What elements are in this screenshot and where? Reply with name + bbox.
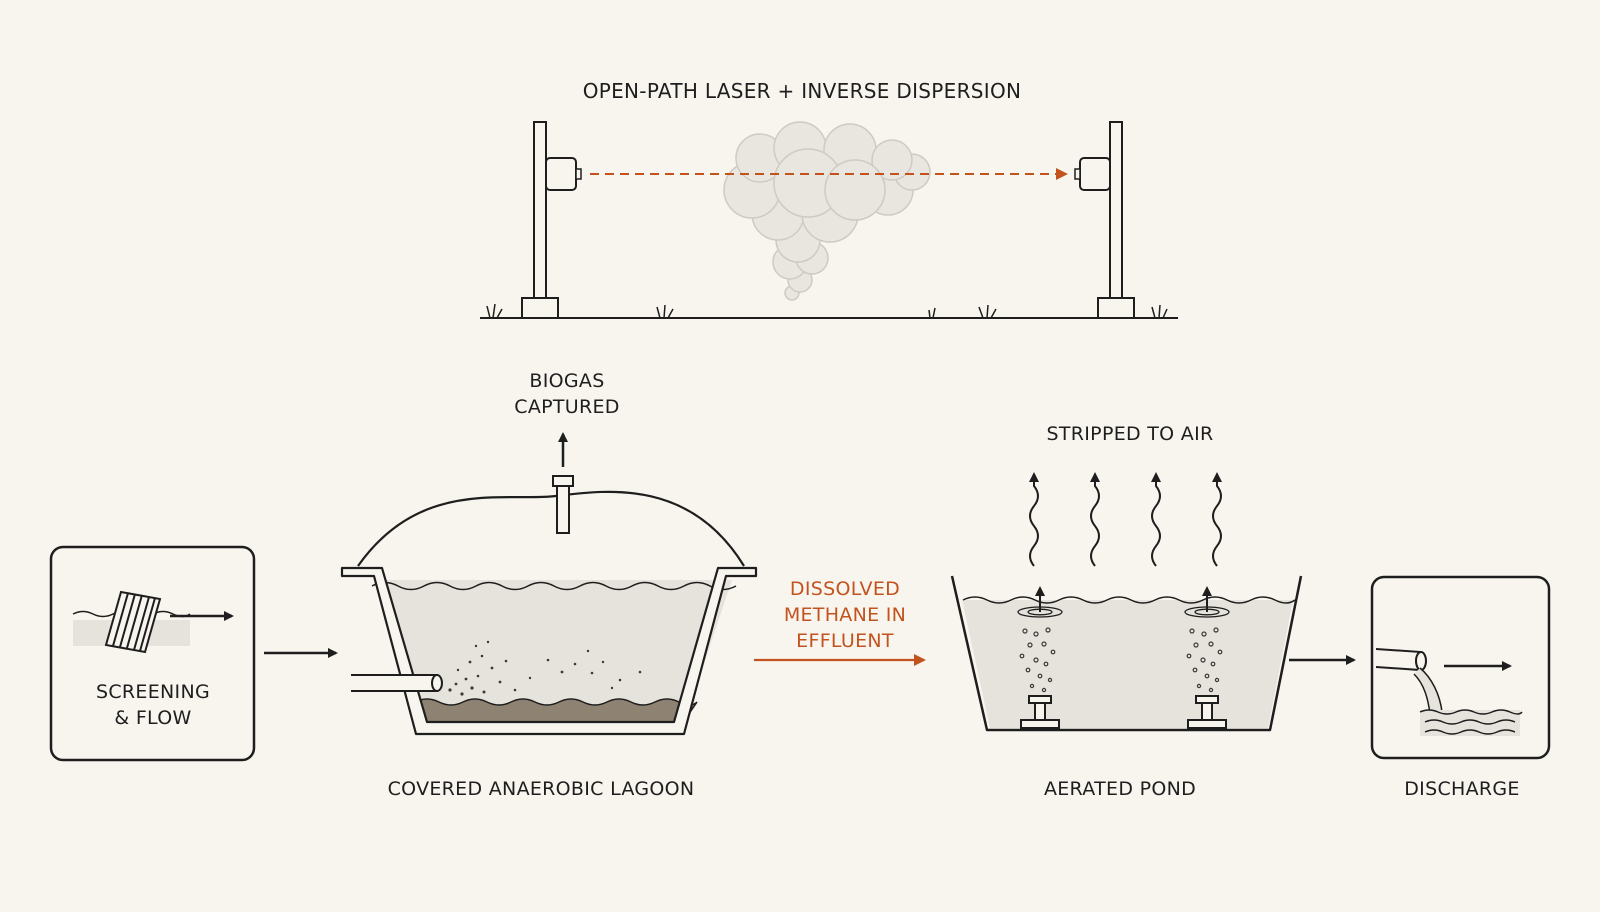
methane-plume-icon	[723, 121, 931, 301]
left-post	[521, 121, 582, 319]
stripped-to-air-label: STRIPPED TO AIR	[1046, 423, 1214, 445]
open-path-laser-section	[480, 121, 1178, 319]
discharge-label: DISCHARGE	[1404, 778, 1520, 800]
dissolved-label-line2: METHANE IN	[783, 604, 907, 626]
pond-wall	[950, 575, 1303, 732]
covered-anaerobic-lagoon	[340, 432, 758, 736]
gas-bubbles	[448, 640, 642, 696]
screen-grate-icon	[104, 590, 162, 654]
aerator-diffuser-icon	[1020, 695, 1227, 729]
top-title: OPEN-PATH LASER + INVERSE DISPERSION	[582, 79, 1022, 103]
biogas-outlet-pipe	[552, 475, 574, 534]
inlet-pipe	[351, 674, 443, 692]
screening-box	[49, 545, 256, 762]
aeration-bubbles	[1019, 627, 1223, 693]
screening-label-line2: & FLOW	[114, 707, 192, 729]
biogas-label-line2: CAPTURED	[514, 396, 620, 418]
dissolved-methane-label: DISSOLVED METHANE IN EFFLUENT	[760, 576, 930, 654]
outlet-pipe-icon	[1375, 648, 1443, 715]
screening-label-line1: SCREENING	[96, 681, 210, 703]
discharge-box	[1370, 575, 1551, 760]
laser-receiver-icon	[1074, 157, 1111, 191]
lagoon-wall	[340, 566, 758, 736]
right-post	[1074, 121, 1135, 319]
lagoon-label: COVERED ANAEROBIC LAGOON	[387, 778, 695, 800]
dissolved-label-line3: EFFLUENT	[796, 630, 894, 652]
lagoon-cover	[357, 490, 745, 567]
laser-transmitter-icon	[545, 157, 582, 191]
biogas-label: BIOGAS CAPTURED	[487, 368, 647, 420]
screening-label: SCREENING & FLOW	[60, 679, 246, 731]
stripped-gas-arrows	[1029, 472, 1222, 567]
biogas-label-line1: BIOGAS	[529, 370, 605, 392]
aerated-pond	[950, 472, 1303, 732]
grass-tufts	[486, 303, 1168, 319]
pond-label: AERATED POND	[1043, 778, 1197, 800]
dissolved-label-line1: DISSOLVED	[789, 578, 901, 600]
